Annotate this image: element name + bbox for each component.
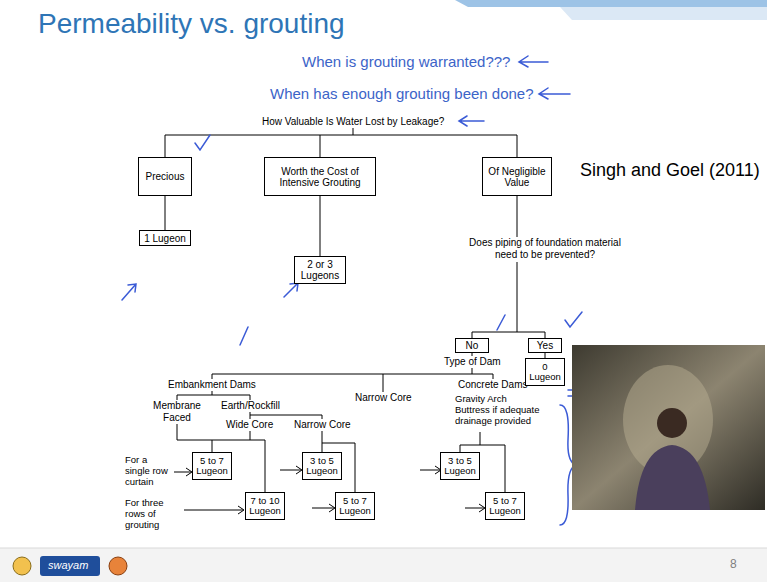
source-note: Singh and Goel (2011) (580, 160, 760, 181)
side-note-text: For three rows of grouting (125, 497, 164, 530)
branch-label: Embankment Dams (168, 379, 256, 391)
box-text: No (466, 340, 479, 351)
root-question-text: How Valuable Is Water Lost by Leakage? (262, 116, 444, 127)
box-text: 3 to 5 Lugeon (305, 456, 339, 477)
decision-box: Of Negligible Value (482, 157, 552, 196)
slide-title: Permeability vs. grouting (38, 8, 345, 40)
branch-label: Membrane Faced (151, 400, 203, 423)
box-text: Worth the Cost of Intensive Grouting (267, 166, 373, 188)
root-question: How Valuable Is Water Lost by Leakage? (262, 116, 444, 128)
question-note: When is grouting warranted??? (302, 53, 510, 70)
header-band (560, 7, 767, 20)
branch-label-text: Narrow Core (294, 419, 351, 430)
decision-box: 5 to 7 Lugeon (335, 492, 375, 520)
question-note-text: When has enough grouting been done? (270, 85, 534, 102)
decision-box: Yes (528, 338, 562, 353)
branch-label-text: Type of Dam (444, 356, 501, 367)
box-text: Of Negligible Value (485, 166, 549, 188)
box-text: 1 Lugeon (144, 233, 186, 244)
branch-label: Type of Dam (444, 356, 501, 368)
tree-connector (320, 196, 321, 256)
side-note: For a single row curtain (125, 455, 173, 488)
box-text: 5 to 7 Lugeon (488, 496, 522, 517)
branch-label-text: Wide Core (226, 419, 273, 430)
footer-band (0, 548, 767, 582)
side-note-text: For a single row curtain (125, 454, 168, 487)
decision-box: 5 to 7 Lugeon (485, 492, 525, 520)
decision-box: 3 to 5 Lugeon (440, 452, 480, 480)
video-inset (572, 345, 765, 510)
decision-box: No (455, 338, 489, 353)
branch-label-text: Narrow Core (355, 392, 412, 403)
decision-box: 0 Lugeon (525, 358, 565, 386)
page-number: 8 (730, 558, 737, 572)
title-text: Permeability vs. grouting (38, 8, 345, 39)
box-text: 5 to 7 Lugeon (195, 456, 229, 477)
box-text: 7 to 10 Lugeon (248, 496, 282, 517)
branch-label: Earth/Rockfill (221, 400, 280, 412)
decision-box: Precious (138, 157, 192, 196)
branch-label: Narrow Core (294, 419, 351, 431)
branch-note-text: Gravity Arch Buttress if adequate draina… (455, 393, 540, 426)
logo-text: swayam (48, 559, 88, 572)
footer-rule (0, 548, 767, 549)
logo (13, 557, 31, 575)
presenter-body (635, 445, 710, 510)
tree-connector (165, 196, 166, 230)
decision-question-text: Does piping of foundation material need … (469, 237, 621, 260)
branch-label-text: Earth/Rockfill (221, 400, 280, 411)
box-text: 0 Lugeon (528, 362, 562, 383)
decision-box: 7 to 10 Lugeon (245, 492, 285, 520)
box-text: 2 or 3 Lugeons (297, 259, 343, 281)
decision-box: 1 Lugeon (139, 230, 191, 246)
branch-label: Concrete Dams (458, 379, 527, 391)
branch-label-text: Membrane Faced (153, 400, 201, 423)
logo-text-text: swayam (48, 559, 88, 571)
branch-note: Gravity Arch Buttress if adequate draina… (455, 394, 543, 427)
branch-label: Wide Core (226, 419, 273, 431)
logo (40, 556, 100, 576)
logo (109, 557, 127, 575)
branch-label: Narrow Core (355, 392, 412, 404)
header-band (455, 0, 767, 7)
decision-box: 5 to 7 Lugeon (192, 452, 232, 480)
presenter-head (657, 408, 687, 438)
box-text: 5 to 7 Lugeon (338, 496, 372, 517)
decision-question: Does piping of foundation material need … (460, 237, 630, 260)
branch-label-text: Embankment Dams (168, 379, 256, 390)
decision-box: 2 or 3 Lugeons (294, 256, 346, 284)
page-number-text: 8 (730, 557, 737, 571)
question-note: When has enough grouting been done? (270, 85, 534, 102)
box-text: 3 to 5 Lugeon (443, 456, 477, 477)
side-note: For three rows of grouting (125, 498, 181, 531)
question-note-text: When is grouting warranted??? (302, 53, 510, 70)
branch-label-text: Concrete Dams (458, 379, 527, 390)
source-note-text: Singh and Goel (2011) (580, 160, 760, 180)
handwritten-marks (122, 56, 590, 525)
decision-box: Worth the Cost of Intensive Grouting (264, 157, 376, 196)
box-text: Precious (146, 171, 185, 182)
box-text: Yes (537, 340, 553, 351)
decision-box: 3 to 5 Lugeon (302, 452, 342, 480)
